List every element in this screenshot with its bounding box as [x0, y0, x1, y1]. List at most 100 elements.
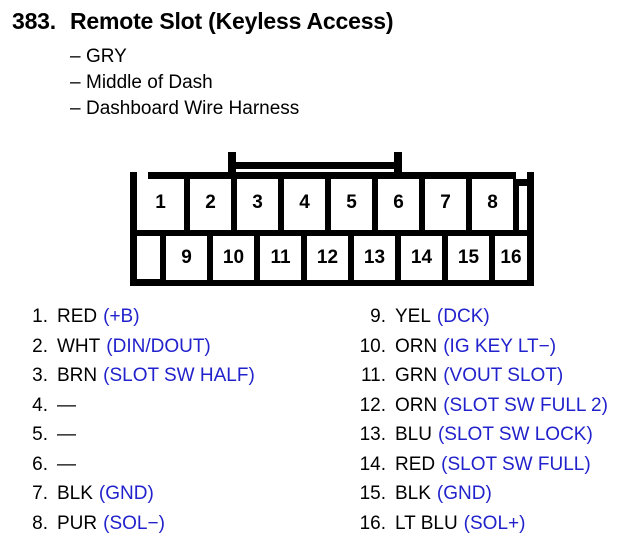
signal-name: (SOL−) — [103, 512, 165, 534]
section-number: 383. — [12, 8, 56, 34]
connector-pin-6: 6 — [378, 179, 419, 227]
connector-pin-9: 9 — [166, 236, 207, 280]
pin-number: 1. — [32, 306, 48, 327]
connector-pin-2: 2 — [190, 179, 231, 227]
connector-row-divider — [137, 230, 527, 236]
connector-divider — [466, 179, 472, 230]
list-item: –GRY — [70, 44, 299, 70]
pin-legend-left-column: 1. RED (+B) 2. WHT (DIN/DOUT) 3. BRN (SL… — [18, 306, 255, 542]
connector-diagram: 1 2 3 4 5 6 7 8 9 10 11 12 13 14 15 16 — [130, 146, 534, 286]
pin-number: 4. — [32, 394, 48, 416]
signal-name: (SLOT SW HALF) — [103, 365, 255, 386]
signal-name: (DCK) — [436, 306, 490, 327]
pin-number: 6. — [32, 453, 48, 475]
connector-info-list: –GRY –Middle of Dash –Dashboard Wire Har… — [70, 44, 299, 122]
connector-divider — [301, 236, 307, 280]
wire-color: PUR — [57, 512, 98, 534]
connector-divider — [395, 236, 401, 280]
list-item-label: Middle of Dash — [86, 72, 213, 93]
wire-color: RED — [395, 453, 436, 475]
signal-name: (GND) — [98, 483, 154, 504]
connector-divider — [325, 179, 331, 230]
wire-color: WHT — [57, 335, 101, 357]
wire-color: — — [57, 424, 76, 445]
signal-name: (+B) — [103, 306, 140, 327]
connector-pin-4: 4 — [284, 179, 325, 227]
signal-name: (IG KEY LT−) — [443, 335, 557, 357]
connector-pin-12: 12 — [307, 236, 348, 280]
wire-color: LT BLU — [395, 512, 458, 534]
wire-color: — — [57, 453, 76, 475]
list-item-label: Dashboard Wire Harness — [86, 98, 300, 119]
signal-name: (SLOT SW FULL 2) — [443, 394, 608, 416]
connector-pin-3: 3 — [237, 179, 278, 227]
bullet-dash-icon: – — [70, 46, 81, 67]
pin-legend: 1. RED (+B) 2. WHT (DIN/DOUT) 3. BRN (SL… — [0, 306, 638, 542]
connector-divider — [278, 179, 284, 230]
wire-color: ORN — [395, 394, 438, 416]
pin-number: 9. — [370, 306, 386, 327]
signal-name: (GND) — [436, 483, 492, 504]
pin-number: 8. — [32, 512, 48, 534]
wire-color: YEL — [395, 306, 431, 327]
connector-divider — [160, 236, 166, 280]
connector-divider — [348, 236, 354, 280]
list-item: 12. ORN (SLOT SW FULL 2) — [356, 395, 608, 425]
list-item-label: GRY — [86, 46, 127, 67]
list-item: 10. ORN (IG KEY LT−) — [356, 336, 608, 366]
connector-pin-13: 13 — [354, 236, 395, 280]
connector-pin-10: 10 — [213, 236, 254, 280]
list-item: 2. WHT (DIN/DOUT) — [18, 336, 255, 366]
pin-number: 14. — [359, 453, 386, 475]
pin-number: 11. — [360, 365, 386, 386]
list-item: 13. BLU (SLOT SW LOCK) — [356, 424, 608, 454]
connector-pin-14: 14 — [401, 236, 442, 280]
bullet-dash-icon: – — [70, 72, 81, 93]
wire-color: GRN — [395, 365, 438, 386]
connector-latch-bar — [230, 162, 402, 169]
pin-number: 13. — [359, 424, 386, 445]
connector-pin-11: 11 — [260, 236, 301, 280]
wire-color: BRN — [57, 365, 98, 386]
signal-name: (SLOT SW LOCK) — [437, 424, 593, 445]
connector-divider — [207, 236, 213, 280]
list-item: 3. BRN (SLOT SW HALF) — [18, 365, 255, 395]
pin-number: 5. — [32, 424, 48, 445]
signal-name: (SOL+) — [463, 512, 526, 534]
wire-color: — — [57, 394, 76, 416]
list-item: 5. — — [18, 424, 255, 454]
list-item: –Dashboard Wire Harness — [70, 96, 299, 122]
connector-divider — [489, 236, 495, 280]
connector-pin-7: 7 — [425, 179, 466, 227]
connector-divider — [513, 179, 519, 230]
wire-color: ORN — [395, 335, 438, 357]
connector-latch-post-left — [228, 152, 236, 184]
pin-legend-right-column: 9. YEL (DCK) 10. ORN (IG KEY LT−) 11. GR… — [356, 306, 608, 542]
pin-number: 15. — [359, 483, 386, 504]
bullet-dash-icon: – — [70, 98, 81, 119]
pin-number: 7. — [32, 483, 48, 504]
list-item: 11. GRN (VOUT SLOT) — [356, 365, 608, 395]
wire-color: RED — [57, 306, 98, 327]
list-item: 14. RED (SLOT SW FULL) — [356, 454, 608, 484]
wire-color: BLK — [57, 483, 93, 504]
signal-name: (SLOT SW FULL) — [441, 453, 591, 475]
signal-name: (VOUT SLOT) — [443, 365, 564, 386]
list-item: 16. LT BLU (SOL+) — [356, 513, 608, 542]
connector-divider — [231, 179, 237, 230]
connector-divider — [419, 179, 425, 230]
list-item: 1. RED (+B) — [18, 306, 255, 336]
connector-divider — [254, 236, 260, 280]
list-item: 8. PUR (SOL−) — [18, 513, 255, 542]
list-item: 15. BLK (GND) — [356, 483, 608, 513]
pin-number: 3. — [32, 365, 48, 386]
list-item: 7. BLK (GND) — [18, 483, 255, 513]
connector-divider — [184, 179, 190, 230]
signal-name: (DIN/DOUT) — [106, 335, 211, 357]
pin-number: 2. — [32, 335, 48, 357]
pin-number: 12. — [359, 394, 386, 416]
list-item: 4. — — [18, 395, 255, 425]
connector-pin-15: 15 — [448, 236, 489, 280]
list-item: 9. YEL (DCK) — [356, 306, 608, 336]
connector-pin-8: 8 — [472, 179, 513, 227]
